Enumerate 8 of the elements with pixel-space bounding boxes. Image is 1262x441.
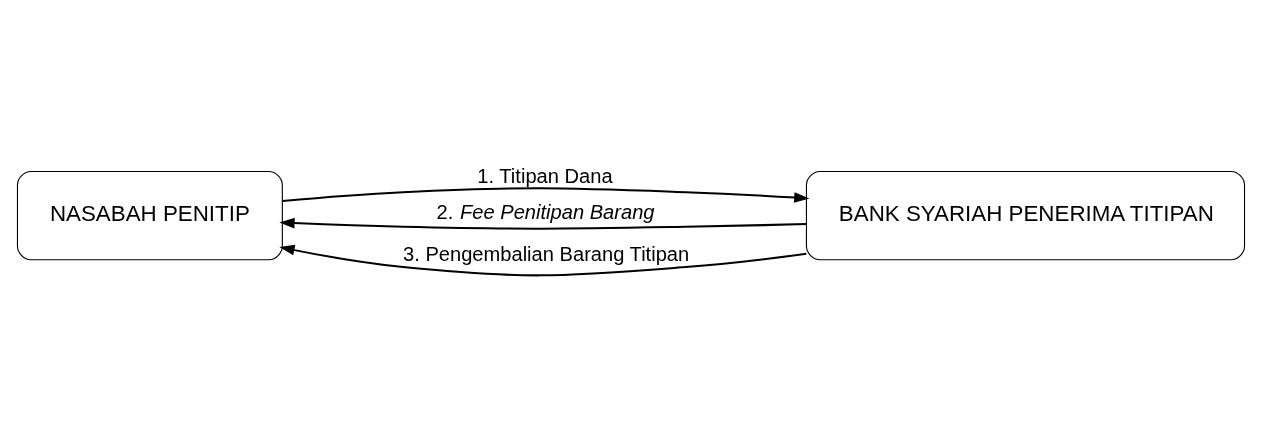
arrow bbox=[279, 217, 807, 230]
arrow bbox=[282, 186, 810, 203]
edge-label: 1. Titipan Dana bbox=[477, 164, 613, 187]
edge-label: 3. Pengembalian Barang Titipan bbox=[403, 242, 690, 265]
edge-label: 2. Fee Penitipan Barang bbox=[436, 200, 655, 223]
node-box: NASABAH PENITIP bbox=[16, 170, 283, 260]
node-box: BANK SYARIAH PENERIMA TITIPAN bbox=[805, 170, 1246, 260]
arrow bbox=[279, 244, 807, 276]
